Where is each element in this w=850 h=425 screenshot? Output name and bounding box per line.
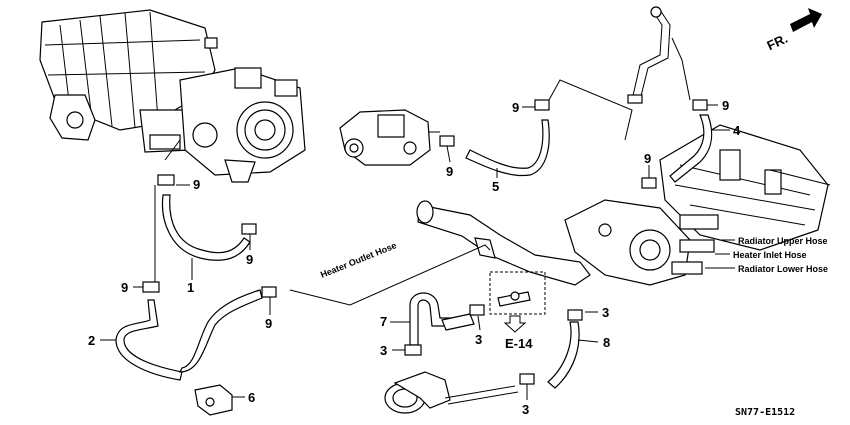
callout-3: 3: [522, 402, 529, 417]
front-direction-arrow: FR.: [765, 8, 822, 53]
callout-9: 9: [193, 177, 200, 192]
water-pump: [384, 371, 519, 414]
callout-3: 3: [380, 343, 387, 358]
callout-9: 9: [121, 280, 128, 295]
callouts: 9 9 1 9 2 9 6 9 9 5 9 4 9 7 3 3 3 8 3: [88, 98, 741, 417]
heater-inlet-hose-label: Heater Inlet Hose: [733, 250, 807, 260]
hose-5: [465, 119, 550, 177]
callout-3: 3: [475, 332, 482, 347]
callout-9: 9: [265, 316, 272, 331]
heater-outlet-hose-label: Heater Outlet Hose: [319, 240, 398, 280]
callout-9: 9: [722, 98, 729, 113]
callout-6: 6: [248, 390, 255, 405]
heater-outlet-pipe: [416, 200, 591, 286]
throttle-body: [164, 67, 306, 183]
radiator-lower-hose-label: Radiator Lower Hose: [738, 264, 828, 274]
callout-9: 9: [246, 252, 253, 267]
callout-3: 3: [602, 305, 609, 320]
reference-box: [489, 271, 546, 315]
callout-5: 5: [492, 179, 499, 194]
hose-8: [547, 321, 580, 389]
hose-2: [115, 289, 263, 381]
hose-4: [669, 114, 713, 183]
callout-9: 9: [512, 100, 519, 115]
callout-7: 7: [380, 314, 387, 329]
callout-4: 4: [733, 123, 741, 138]
down-arrow-icon: [503, 315, 527, 333]
engine-block: [659, 124, 829, 251]
connector-pipe: [497, 291, 531, 307]
callout-9: 9: [446, 164, 453, 179]
bracket-6: [194, 384, 233, 416]
intake-manifold: [39, 9, 218, 153]
reference-label: E-14: [505, 336, 533, 351]
breather-pipe: [627, 6, 691, 104]
callout-2: 2: [88, 333, 95, 348]
front-label: FR.: [765, 31, 790, 53]
air-valve: [339, 109, 440, 166]
callout-8: 8: [603, 335, 610, 350]
water-outlet: [564, 199, 719, 286]
hose-1: [161, 194, 251, 261]
radiator-upper-hose-label: Radiator Upper Hose: [738, 236, 828, 246]
callout-1: 1: [187, 280, 194, 295]
diagram-code: SN77-E1512: [735, 407, 795, 418]
callout-9: 9: [644, 151, 651, 166]
leader-lines: [100, 79, 831, 400]
